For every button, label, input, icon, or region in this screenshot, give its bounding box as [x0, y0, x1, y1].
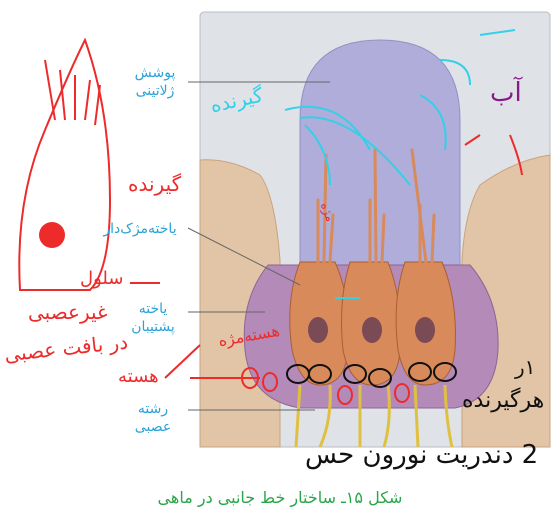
- note-cell: سلول: [80, 268, 123, 289]
- note-non-neural: غیرعصبی: [28, 300, 108, 324]
- note-right-1: ۱ر: [515, 355, 535, 379]
- red-cell-nucleus: [39, 222, 65, 248]
- red-cell-sketch: [19, 40, 110, 290]
- cupula-label: پوشش ژلاتینی: [120, 64, 190, 100]
- figure-caption: شکل ۱۵ـ ساختار خط جانبی در ماهی: [150, 488, 410, 507]
- cupula-label-line2: ژلاتینی: [120, 82, 190, 100]
- note-nucleus-left: هسته: [118, 366, 159, 387]
- note-right-3: 2 دندریت نورون حس: [305, 440, 538, 470]
- support-cell-label: یاخته پشتیبان: [118, 300, 188, 336]
- nerve-label-line2: عصبی: [118, 418, 188, 436]
- cupula-label-line1: پوشش: [120, 64, 190, 82]
- note-right-2: هرگیرنده: [462, 388, 544, 413]
- note-water: آب: [490, 78, 522, 108]
- nerve-label-line1: رشته: [118, 400, 188, 418]
- support-label-line2: پشتیبان: [118, 318, 188, 336]
- nerve-fiber-label: رشته عصبی: [118, 400, 188, 436]
- support-label-line1: یاخته: [118, 300, 188, 318]
- note-receptor-red: گیرنده: [128, 172, 181, 196]
- hair-cell-label: یاخته‌مژک‌دار: [92, 220, 188, 238]
